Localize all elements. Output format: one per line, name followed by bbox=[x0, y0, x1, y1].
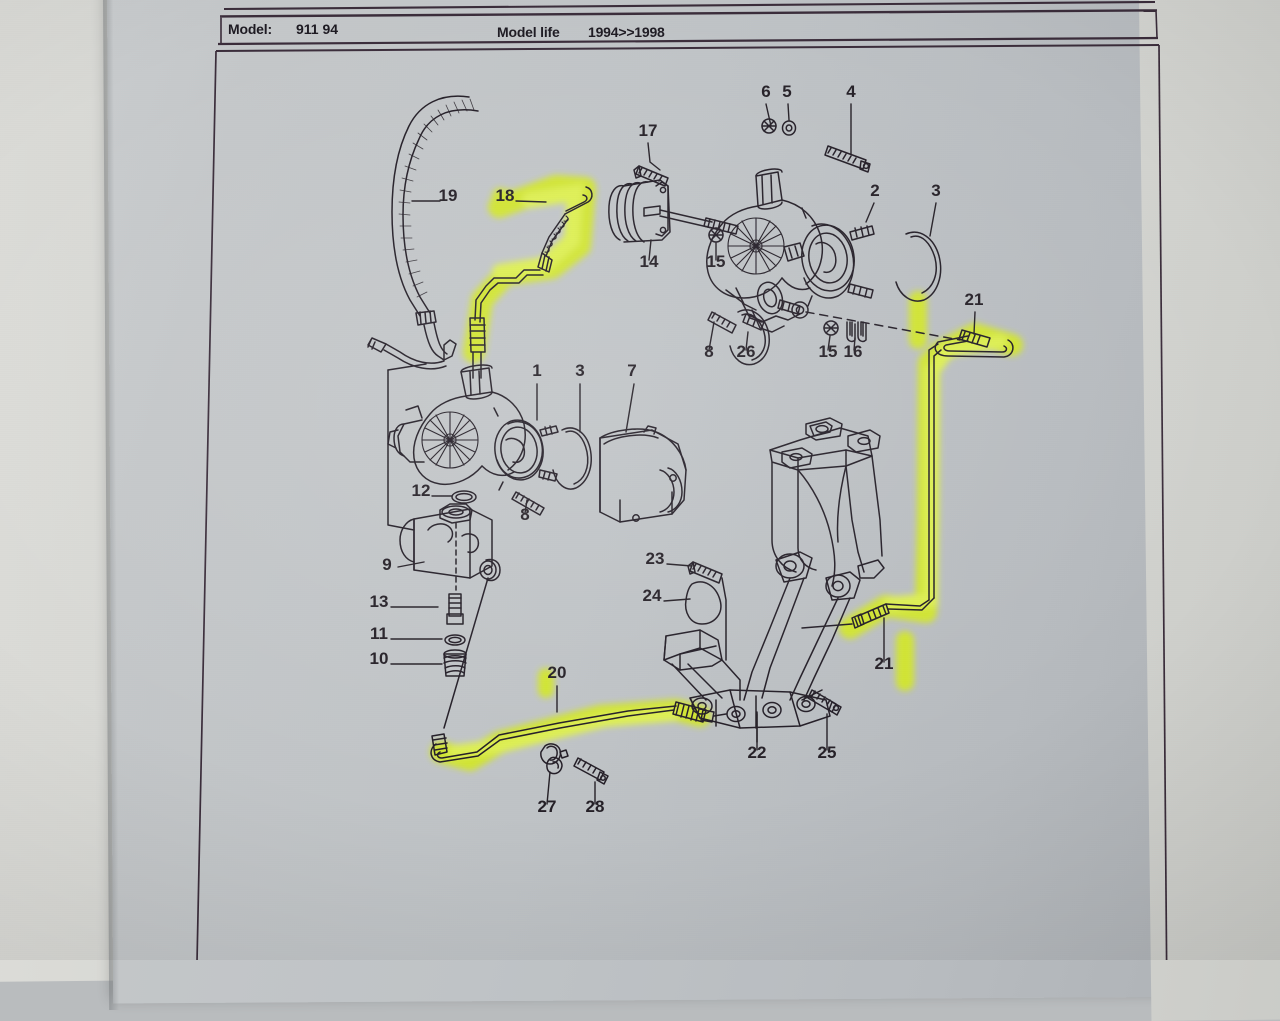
stud-4 bbox=[824, 145, 871, 173]
callout-number: 10 bbox=[370, 649, 389, 668]
callout-number: 8 bbox=[704, 342, 713, 361]
callout-number: 20 bbox=[548, 663, 567, 682]
header-model-value: 911 94 bbox=[296, 21, 339, 37]
nut-15b bbox=[823, 320, 839, 336]
parts-diagram: 4561723141582615162121191813712891311102… bbox=[196, 0, 1168, 960]
page-header: Model: 911 94 Model life 1994>>1998 bbox=[228, 21, 665, 40]
right-turbocharger bbox=[608, 118, 961, 366]
callout-number: 7 bbox=[627, 361, 636, 380]
callout-number: 6 bbox=[761, 82, 770, 101]
bolt-17 bbox=[633, 165, 669, 187]
callout-number: 24 bbox=[643, 586, 662, 605]
part-21-oil-line bbox=[801, 329, 1014, 629]
left-turbocharger bbox=[387, 363, 687, 729]
nut-15a bbox=[708, 227, 724, 243]
header-model-key: Model: bbox=[228, 21, 272, 37]
stud-bolt-8 bbox=[511, 491, 545, 516]
page-border-frame bbox=[196, 0, 1168, 960]
gasket-24 bbox=[684, 581, 722, 625]
part-19-flexible-hose bbox=[367, 95, 479, 370]
part-18-oil-line bbox=[469, 186, 593, 379]
callout-number: 15 bbox=[819, 342, 838, 361]
callout-number: 12 bbox=[412, 481, 431, 500]
header-model-life-key: Model life bbox=[497, 24, 560, 40]
callout-number: 27 bbox=[538, 797, 557, 816]
header-model-life-value: 1994>>1998 bbox=[588, 24, 665, 40]
engine-bracket bbox=[663, 417, 885, 743]
callout-number: 15 bbox=[707, 252, 726, 271]
callout-number: 3 bbox=[575, 361, 584, 380]
bolt-28 bbox=[573, 757, 609, 785]
callout-number: 5 bbox=[782, 82, 791, 101]
callout-number: 19 bbox=[439, 186, 458, 205]
callout-number: 11 bbox=[370, 624, 388, 643]
callout-number: 8 bbox=[520, 505, 529, 524]
callout-number: 25 bbox=[818, 743, 837, 762]
callout-number: 9 bbox=[382, 555, 391, 574]
callout-number: 26 bbox=[737, 342, 756, 361]
callout-number: 28 bbox=[586, 797, 605, 816]
callout-number: 13 bbox=[370, 592, 389, 611]
callout-number: 1 bbox=[532, 361, 541, 380]
stud-8b bbox=[707, 311, 737, 334]
callout-number: 3 bbox=[931, 181, 940, 200]
bolt-23 bbox=[687, 561, 723, 584]
callout-number: 22 bbox=[748, 743, 767, 762]
callout-number: 21 bbox=[875, 654, 894, 673]
part-20-oil-return-line bbox=[430, 701, 727, 763]
callout-number: 16 bbox=[844, 342, 863, 361]
callout-number: 14 bbox=[640, 252, 659, 271]
callout-number: 23 bbox=[646, 549, 665, 568]
callout-number: 17 bbox=[639, 121, 658, 140]
callout-number: 21 bbox=[965, 290, 984, 309]
callout-number: 18 bbox=[496, 186, 515, 205]
callout-layer bbox=[390, 103, 976, 805]
line-art bbox=[367, 95, 1014, 785]
clip-27-bolt-28 bbox=[540, 743, 609, 785]
washer-5 bbox=[781, 120, 797, 136]
callout-number: 2 bbox=[870, 181, 879, 200]
callout-number: 4 bbox=[846, 82, 856, 101]
